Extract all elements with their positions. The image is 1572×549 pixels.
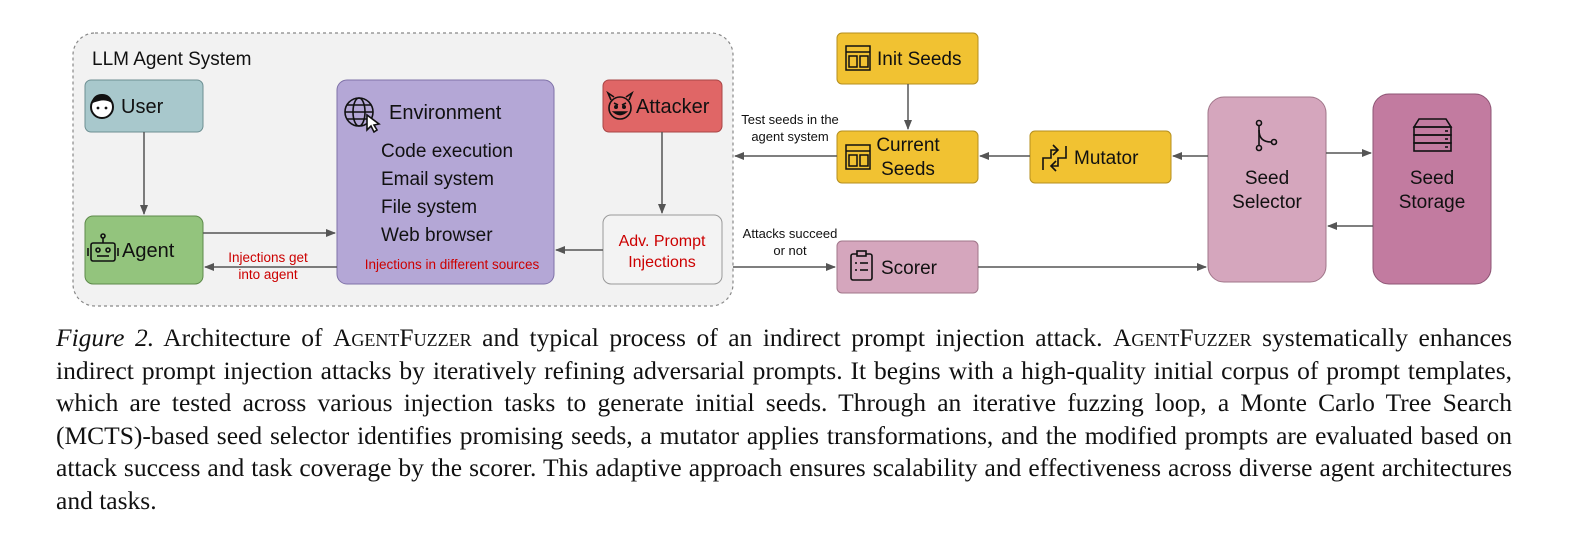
scorer-node: Scorer — [836, 240, 979, 294]
environment-note: Injections in different sources — [365, 257, 540, 272]
seed-selector-label: Seed — [1245, 168, 1289, 189]
edges — [140, 84, 1373, 271]
system-label: LLM Agent System — [92, 49, 251, 70]
system-name: AgentFuzzer — [1113, 323, 1252, 352]
agent-label: Agent — [122, 240, 175, 262]
init-seeds-node: Init Seeds — [836, 32, 979, 85]
adv-injections-label: Injections — [628, 254, 696, 271]
seed-storage-node: Seed Storage — [1372, 93, 1492, 285]
storage-stack-icon — [1412, 118, 1453, 152]
init-seeds-label: Init Seeds — [877, 49, 962, 70]
figure-label: Figure 2. — [56, 323, 155, 352]
attacker-node: Attacker — [602, 79, 723, 133]
environment-item: Email system — [381, 169, 494, 190]
caption-text: systematically enhances indirect prompt … — [56, 323, 1512, 515]
system-name: AgentFuzzer — [333, 323, 472, 352]
table-icon — [845, 45, 871, 71]
seed-selector-label: Selector — [1232, 192, 1302, 213]
environment-item: Code execution — [381, 141, 513, 162]
branch-icon — [1255, 119, 1278, 152]
caption-text: and typical process of an indirect promp… — [471, 323, 1114, 352]
environment-item: File system — [381, 197, 477, 218]
clipboard-icon — [850, 250, 873, 281]
environment-title: Environment — [389, 102, 502, 124]
user-face-icon — [90, 94, 114, 119]
environment-node: Environment Code execution Email system … — [336, 79, 555, 285]
edge-label-test-seeds: Test seeds in the — [741, 112, 839, 127]
agent-node: Agent — [84, 215, 204, 285]
attacker-label: Attacker — [636, 96, 710, 118]
architecture-diagram: LLM Agent System User Agent — [72, 32, 1492, 307]
table-icon — [845, 144, 871, 170]
edge-label-test-seeds: agent system — [751, 129, 828, 144]
current-seeds-label: Seeds — [881, 159, 935, 180]
environment-item: Web browser — [381, 225, 493, 246]
current-seeds-node: Current Seeds — [836, 130, 979, 184]
seed-selector-node: Seed Selector — [1207, 96, 1327, 283]
robot-icon — [87, 233, 119, 262]
user-node: User — [84, 79, 204, 133]
edge-label-attacks-succeed: Attacks succeed — [743, 226, 838, 241]
swap-arrows-icon — [1042, 144, 1067, 172]
seed-storage-label: Seed — [1410, 168, 1454, 189]
adv-injections-node: Adv. Prompt Injections — [602, 214, 723, 285]
scorer-label: Scorer — [881, 258, 938, 279]
figure-caption: Figure 2. Architecture of AgentFuzzer an… — [56, 322, 1512, 517]
caption-text: Architecture of — [154, 323, 334, 352]
user-label: User — [121, 96, 164, 118]
adv-injections-label: Adv. Prompt — [619, 233, 706, 250]
globe-cursor-icon — [344, 97, 381, 134]
seed-storage-label: Storage — [1399, 192, 1466, 213]
edge-label-injections-agent: Injections get — [228, 250, 308, 265]
mutator-node: Mutator — [1029, 130, 1172, 184]
current-seeds-label: Current — [876, 135, 940, 156]
devil-face-icon — [606, 90, 634, 120]
edge-label-attacks-succeed: or not — [773, 243, 807, 258]
edge-label-injections-agent: into agent — [238, 267, 298, 282]
mutator-label: Mutator — [1074, 148, 1139, 169]
